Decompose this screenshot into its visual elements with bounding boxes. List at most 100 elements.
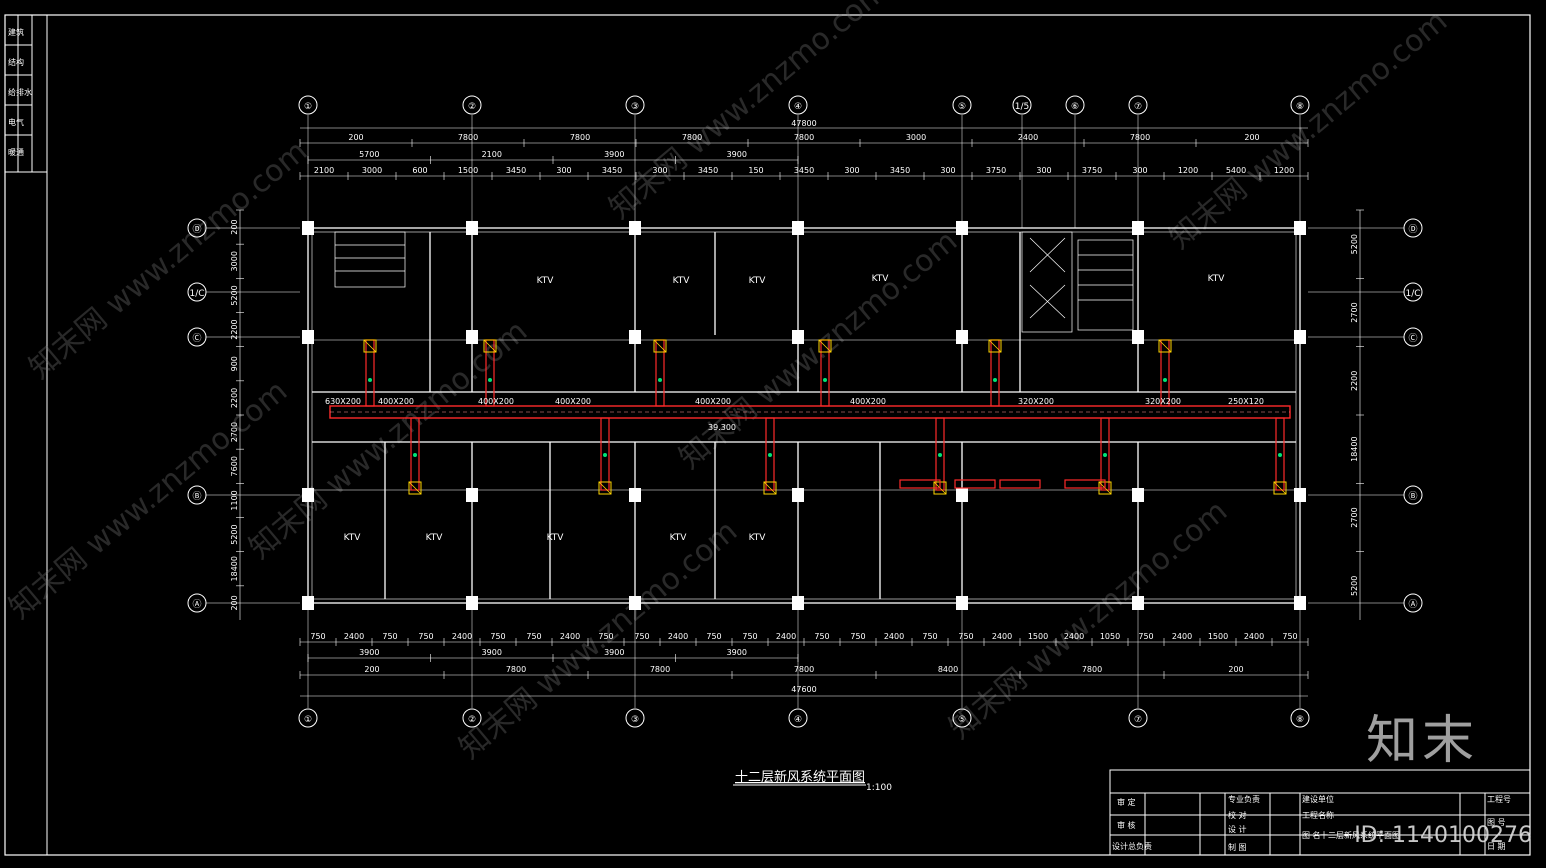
grid-bubble-bottom [625, 708, 645, 728]
tb-col2-3: 制 图 [1228, 842, 1247, 852]
diffuser [483, 339, 497, 353]
grid-label-left: Ⓓ [192, 224, 201, 235]
lateral-duct [954, 479, 996, 489]
diffuser-mark [1158, 339, 1172, 353]
branch-duct [1100, 417, 1110, 491]
tb-col2-0: 专业负责 [1228, 794, 1260, 804]
grid-label-bottom: ④ [794, 715, 802, 725]
column [792, 330, 804, 344]
grid-bubble-bottom [462, 708, 482, 728]
dim-left-label: 2700 [230, 422, 239, 442]
valve-point [768, 453, 772, 457]
diffuser-mark [763, 481, 777, 495]
dim-top-2-label: 5700 [359, 150, 379, 159]
dim-right-label: 2700 [1350, 302, 1359, 322]
grid-label-left: Ⓐ [192, 599, 201, 610]
column [1294, 488, 1306, 502]
dim-top-3-label: 300 [556, 166, 571, 175]
tb-drawing-name: 十二层新风系统平面图 [1320, 830, 1400, 840]
dim-top-1-label: 2400 [1018, 133, 1038, 142]
brand-logo: 知末 [1365, 711, 1478, 771]
dim-top-3-label: 3750 [986, 166, 1006, 175]
diffuser [1273, 481, 1287, 495]
grid-label-left: 1/C [189, 289, 204, 299]
grid-label-top: ⑤ [958, 102, 966, 112]
room-label: KTV [537, 276, 555, 286]
column [1132, 488, 1144, 502]
dim-bottom-3-label: 200 [1228, 665, 1243, 674]
column [466, 488, 478, 502]
diffuser-mark [988, 339, 1002, 353]
grid-label-right: 1/C [1405, 289, 1420, 299]
drawing-scale: 1:100 [866, 783, 892, 793]
room-label: KTV [749, 276, 767, 286]
dim-top-1-label: 3000 [906, 133, 926, 142]
inner-frame [46, 14, 1531, 856]
dim-bottom-1-label: 750 [742, 632, 757, 641]
grid-bubble-bottom [1128, 708, 1148, 728]
diffuser-mark [1273, 481, 1287, 495]
dim-bottom-1-label: 750 [850, 632, 865, 641]
dim-top-3-label: 3450 [698, 166, 718, 175]
room-label: KTV [749, 533, 767, 543]
tb-col4-2: 日 期 [1487, 842, 1506, 851]
tb-col3-1: 工程名称 [1302, 810, 1334, 820]
duct-size-label: 320X200 [1018, 397, 1054, 406]
dim-bottom-3-label: 7800 [1082, 665, 1102, 674]
valve-point [823, 378, 827, 382]
dim-top-3-label: 2100 [314, 166, 334, 175]
branch-duct [410, 417, 420, 491]
dim-left-label: 7600 [230, 456, 239, 476]
dim-bottom-1-label: 2400 [884, 632, 904, 641]
lateral-duct [899, 479, 941, 489]
grid-bubble-bottom [788, 708, 808, 728]
branch-duct [765, 417, 775, 491]
grid-label-right: Ⓐ [1408, 599, 1417, 610]
column [956, 488, 968, 502]
branch-duct [365, 339, 375, 407]
id-tag: ID: 1140100276 [1354, 823, 1532, 848]
grid-bubble-bottom [1290, 708, 1310, 728]
dim-top-3-label: 3750 [1082, 166, 1102, 175]
dim-top-1-label: 7800 [458, 133, 478, 142]
diffuser [988, 339, 1002, 353]
diffuser [363, 339, 377, 353]
branch-duct [655, 339, 665, 407]
dim-bottom-1-label: 1500 [1028, 632, 1048, 641]
column [302, 488, 314, 502]
dim-bottom-1-label: 2400 [452, 632, 472, 641]
grid-bubble-top [1290, 95, 1310, 115]
dim-left-label: 18400 [230, 556, 239, 581]
column [629, 488, 641, 502]
dim-bottom-1-label: 750 [418, 632, 433, 641]
room-label: KTV [872, 274, 890, 284]
grid-label-top: ④ [794, 102, 802, 112]
tb-col3-0: 建设单位 [1302, 794, 1334, 804]
column [302, 330, 314, 344]
column [792, 488, 804, 502]
lateral-duct [1064, 479, 1106, 489]
side-strip-4: 暖通 [8, 147, 24, 157]
side-strip-3: 电气 [8, 117, 24, 127]
grid-label-top: ⑧ [1296, 102, 1304, 112]
watermark-text: 知末网 www.znzmo.com [23, 134, 314, 386]
branch-duct [600, 417, 610, 491]
dim-bottom-1-label: 1500 [1208, 632, 1228, 641]
grid-bubble-bottom [952, 708, 972, 728]
dim-bottom-3-label: 200 [364, 665, 379, 674]
watermark-text: 知末网 www.znzmo.com [1163, 4, 1454, 256]
tb-col4-0: 工程号 [1487, 795, 1511, 804]
grid-label-right: Ⓒ [1408, 333, 1417, 344]
tb-row-1: 审 核 [1117, 820, 1136, 830]
valve-point [603, 453, 607, 457]
dim-top-3-label: 150 [748, 166, 763, 175]
dim-top-3-label: 300 [652, 166, 667, 175]
duct-size-label: 400X200 [695, 397, 731, 406]
side-strip [5, 15, 47, 173]
grid-label-bottom: ② [468, 715, 476, 725]
tb-row-0: 审 定 [1117, 797, 1136, 807]
column [629, 330, 641, 344]
column [1132, 330, 1144, 344]
dim-left-label: 200 [230, 595, 239, 610]
